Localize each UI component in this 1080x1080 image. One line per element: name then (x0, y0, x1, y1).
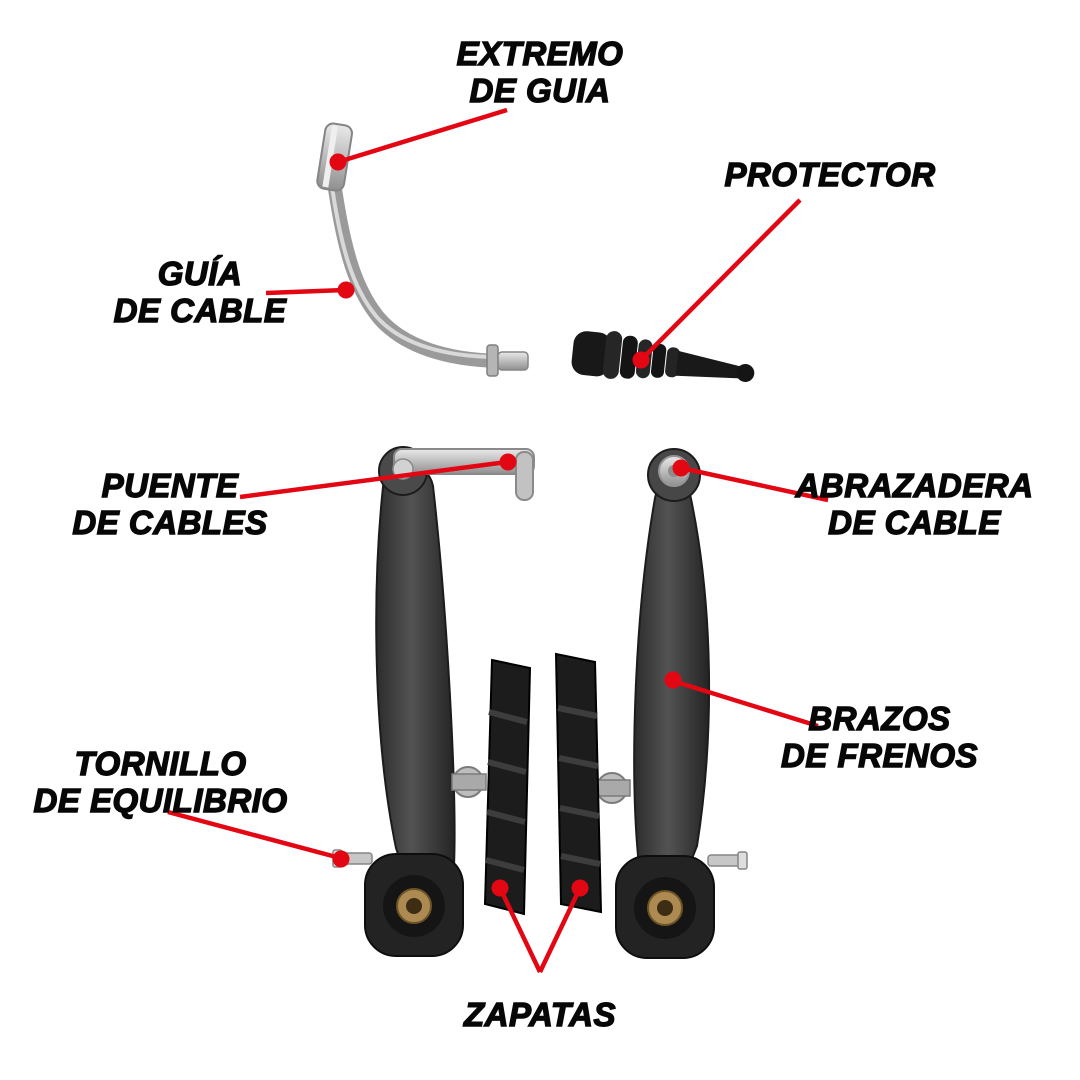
label-line: EXTREMO (456, 34, 624, 72)
dot-guia-de-cable (337, 281, 355, 299)
label-line: DE EQUILIBRIO (33, 781, 288, 819)
part-left-brake-arm-illustration (332, 446, 535, 957)
leader-guia-de-cable (265, 287, 346, 296)
dot-extremo-de-guia (329, 153, 347, 171)
label-puente-de-cables: PUENTE DE CABLES (45, 466, 295, 542)
label-line: TORNILLO (74, 744, 247, 782)
dot-zapatas-right (571, 879, 589, 897)
part-balance-screw-right-illustration (707, 851, 748, 870)
label-line: ABRAZADERA (795, 466, 1034, 504)
dot-protector (632, 351, 650, 369)
leader-zapatas-left (497, 887, 543, 973)
label-brazos-de-frenos: BRAZOS DE FRENOS (757, 699, 1002, 775)
label-extremo-de-guia: EXTREMO DE GUIA (400, 34, 680, 110)
dot-brazos-de-frenos (664, 671, 682, 689)
label-line: BRAZOS (808, 699, 951, 737)
label-protector: PROTECTOR (715, 155, 945, 194)
label-line: DE CABLES (72, 503, 268, 541)
part-brake-pad-left-illustration (483, 658, 532, 916)
label-line: DE CABLE (113, 291, 287, 329)
label-abrazadera-de-cable: ABRAZADERA DE CABLE (787, 466, 1042, 542)
label-line: DE FRENOS (780, 736, 979, 774)
leader-brazos-de-frenos (672, 678, 819, 729)
leader-extremo-de-guia (337, 107, 508, 165)
label-line: PUENTE (101, 466, 239, 504)
label-line: PROTECTOR (724, 155, 936, 193)
label-line: ZAPATAS (463, 995, 616, 1033)
leader-dots (329, 153, 690, 897)
dot-tornillo-de-equilibrio (332, 850, 350, 868)
leader-lines (167, 107, 829, 973)
label-guia-de-cable: GUÍA DE CABLE (85, 254, 315, 330)
label-line: DE GUIA (469, 71, 611, 109)
leader-zapatas-right (537, 887, 583, 973)
leader-protector (639, 198, 802, 362)
leader-tornillo-de-equilibrio (167, 809, 341, 861)
part-protector-illustration (571, 331, 755, 382)
label-tornillo-de-equilibrio: TORNILLO DE EQUILIBRIO (28, 744, 293, 820)
part-brake-pad-right-illustration (554, 652, 603, 914)
label-line: DE CABLE (827, 503, 1001, 541)
dot-abrazadera-de-cable (672, 459, 690, 477)
part-cable-bridge-illustration (393, 448, 535, 501)
label-line: GUÍA (157, 254, 243, 292)
leader-puente-de-cables (239, 459, 508, 500)
dot-zapatas-left (491, 879, 509, 897)
dot-puente-de-cables (499, 453, 517, 471)
label-zapatas: ZAPATAS (425, 995, 655, 1034)
leader-abrazadera-de-cable (680, 465, 829, 503)
part-right-brake-arm-illustration (595, 448, 748, 959)
